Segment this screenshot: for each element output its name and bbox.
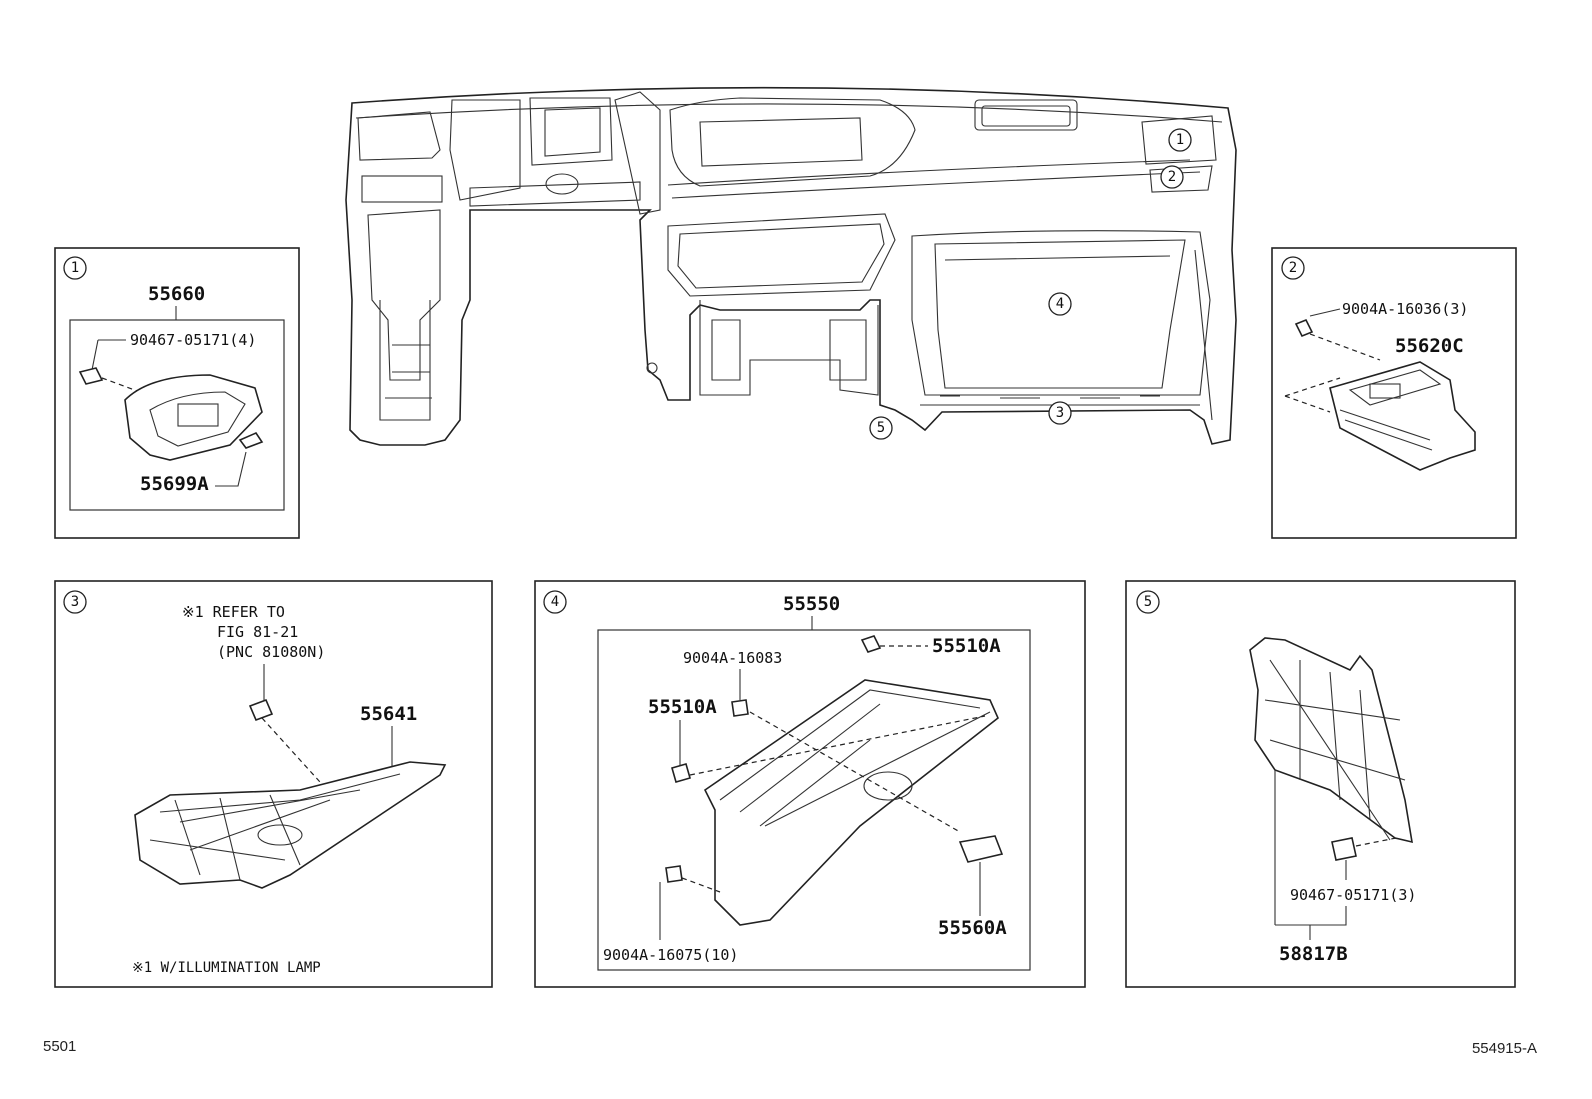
panel-1: 1 55660 90467-05171(4) 55699A: [54, 247, 300, 539]
panel-1-number: 1: [71, 260, 79, 276]
callout-2: [1160, 165, 1184, 189]
note-refer-line3: (PNC 81080N): [217, 643, 325, 661]
clip-90467-05171-4-label: 90467-05171(4): [130, 331, 256, 349]
note-refer-line1: ※1 REFER TO: [182, 603, 285, 621]
screw-9004A-16083-label: 9004A-16083: [683, 649, 782, 667]
panel-5: 5 90467-05171(3) 58817B: [1125, 580, 1516, 988]
note-refer-line2: FIG 81-21: [217, 623, 298, 641]
callout-5: [869, 416, 893, 440]
panel-5-number: 5: [1144, 594, 1152, 610]
callout-4: [1048, 292, 1072, 316]
callout-1-label: 1: [1176, 132, 1184, 148]
callout-1: [1168, 128, 1192, 152]
part-55641-label: 55641: [360, 703, 417, 725]
part-55620C-label: 55620C: [1395, 335, 1464, 357]
callout-2-label: 2: [1168, 169, 1176, 185]
footnote-illumination: ※1 W/ILLUMINATION LAMP: [132, 960, 321, 976]
screw-9004A-16036-3-label: 9004A-16036(3): [1342, 300, 1468, 318]
footer-left-code: 5501: [43, 1038, 77, 1055]
panel-4: 4 55550 55510A 9004A-16083 55510A 55560A…: [534, 580, 1086, 988]
part-55550-label: 55550: [783, 593, 840, 615]
panel-2: 2 9004A-16036(3) 55620C: [1271, 247, 1517, 539]
bracket-55699A-label: 55699A: [140, 473, 209, 495]
panel-4-number: 4: [551, 594, 559, 610]
callout-5-label: 5: [877, 420, 885, 436]
callout-4-label: 4: [1056, 296, 1064, 312]
callout-3: [1048, 401, 1072, 425]
panel-3: 3 ※1 REFER TO FIG 81-21 (PNC 81080N) 556…: [54, 580, 493, 988]
stopper-55510A-top-label: 55510A: [932, 635, 1001, 657]
main-callouts: 1 2 3 4 5: [869, 128, 1192, 440]
instrument-panel-drawing: [345, 86, 1237, 446]
footer-right-code: 554915-A: [1471, 1040, 1537, 1057]
part-58817B-label: 58817B: [1279, 943, 1348, 965]
screw-9004A-16075-10-label: 9004A-16075(10): [603, 946, 738, 964]
stopper-55510A-left-label: 55510A: [648, 696, 717, 718]
panel-3-number: 3: [71, 594, 79, 610]
part-55660-label: 55660: [148, 283, 205, 305]
panel-2-number: 2: [1289, 260, 1297, 276]
callout-3-label: 3: [1056, 405, 1064, 421]
lock-55560A-label: 55560A: [938, 917, 1007, 939]
clip-90467-05171-3-label: 90467-05171(3): [1290, 886, 1416, 904]
